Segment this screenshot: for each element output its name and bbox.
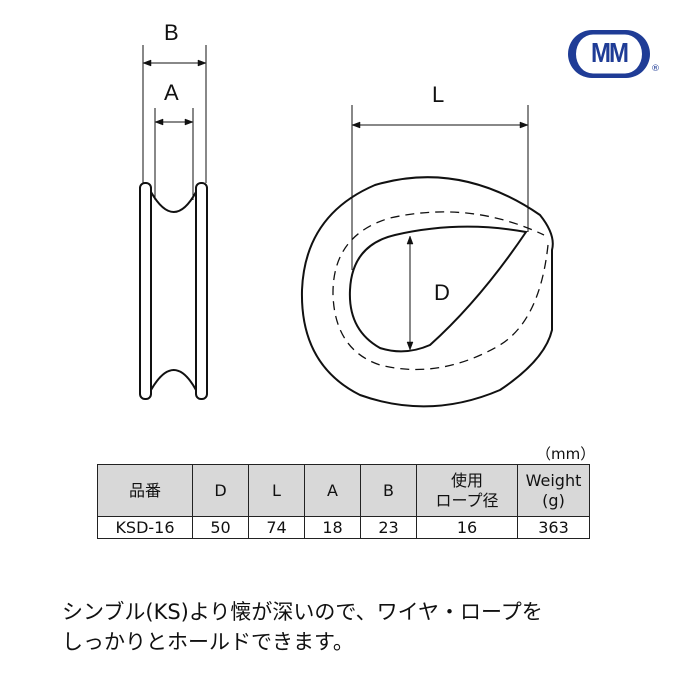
spec-table: 品番 D L A B 使用ロープ径 Weight(g) KSD-16 50 74… (97, 464, 590, 539)
dimension-label-b: B (164, 20, 179, 45)
header-rope-diameter: 使用ロープ径 (416, 464, 518, 517)
table-row: KSD-16 50 74 18 23 16 363 (97, 516, 590, 539)
cell-l: 74 (248, 516, 305, 539)
header-weight: Weight(g) (517, 464, 590, 517)
registered-mark: ® (651, 64, 660, 74)
header-part-number: 品番 (97, 464, 193, 517)
cell-rope-diameter: 16 (416, 516, 518, 539)
header-b: B (360, 464, 417, 517)
description-line1: シンブル(KS)より懐が深いので、ワイヤ・ロープを (62, 600, 543, 624)
header-d: D (192, 464, 249, 517)
brand-logo-text: MM (576, 34, 642, 74)
header-a: A (304, 464, 361, 517)
description: シンブル(KS)より懐が深いので、ワイヤ・ロープを しっかりとホールドできます。 (62, 597, 543, 657)
cell-a: 18 (304, 516, 361, 539)
front-view (300, 105, 554, 408)
table-header-row: 品番 D L A B 使用ロープ径 Weight(g) (97, 464, 590, 517)
header-weight-line1: Weight (525, 470, 582, 490)
description-line2: しっかりとホールドできます。 (62, 630, 354, 654)
dimension-label-d: D (434, 280, 450, 305)
cell-weight: 363 (517, 516, 590, 539)
header-l: L (248, 464, 305, 517)
thimble-diagram (139, 45, 554, 408)
brand-logo: MM (568, 30, 650, 78)
unit-label: （mm） (536, 445, 596, 463)
cell-d: 50 (192, 516, 249, 539)
header-rope-line1: 使用 (450, 470, 483, 490)
dimension-label-l: L (432, 82, 445, 107)
side-view (139, 45, 208, 400)
cell-part-number: KSD-16 (97, 516, 193, 539)
header-rope-line2: ロープ径 (435, 490, 499, 510)
cell-b: 23 (360, 516, 417, 539)
header-weight-line2: (g) (542, 490, 565, 510)
dimension-label-a: A (164, 80, 179, 105)
